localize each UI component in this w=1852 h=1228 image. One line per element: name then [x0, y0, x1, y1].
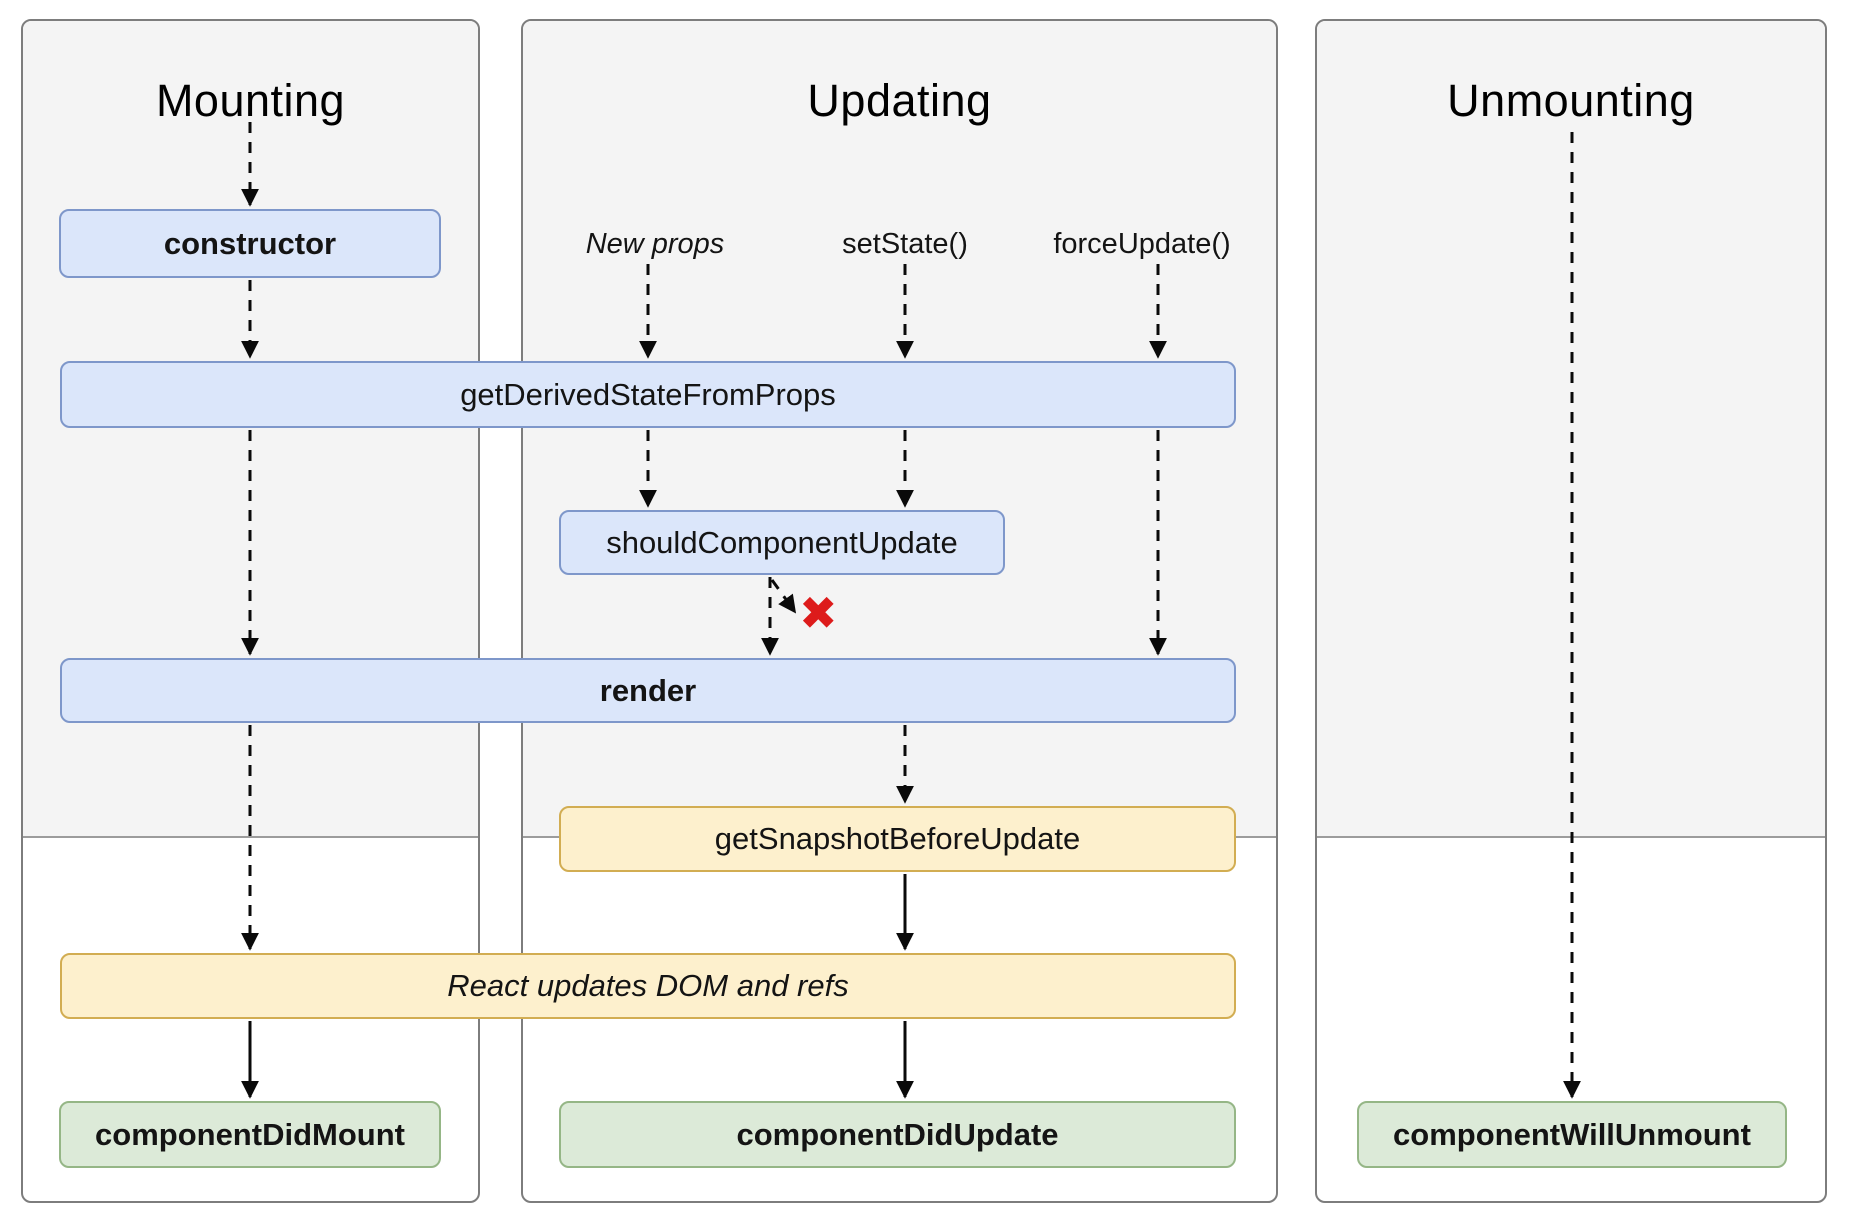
lifecycle-box-component-did-mount: componentDidMount — [59, 1101, 441, 1168]
update-blocked-icon: ✖ — [799, 587, 838, 639]
lifecycle-box-react-updates-dom: React updates DOM and refs — [60, 953, 1236, 1019]
lifecycle-box-render: render — [60, 658, 1236, 723]
panel-title-updating: Updating — [807, 75, 992, 126]
panel-title-unmounting: Unmounting — [1447, 75, 1695, 126]
lifecycle-box-constructor: constructor — [59, 209, 441, 278]
lifecycle-box-component-will-unmount: componentWillUnmount — [1357, 1101, 1787, 1168]
lifecycle-box-should-component-update: shouldComponentUpdate — [559, 510, 1005, 575]
lifecycle-box-get-derived-state-from-props: getDerivedStateFromProps — [60, 361, 1236, 428]
lifecycle-box-component-did-update: componentDidUpdate — [559, 1101, 1236, 1168]
lifecycle-panel-mounting: Mounting — [21, 19, 480, 1203]
event-label-force-update: forceUpdate() — [1053, 228, 1231, 260]
event-label-set-state: setState() — [842, 228, 968, 260]
lifecycle-panel-unmounting: Unmounting — [1315, 19, 1827, 1203]
render-phase-background — [1317, 21, 1825, 838]
panel-title-mounting: Mounting — [155, 75, 346, 126]
lifecycle-box-get-snapshot-before-update: getSnapshotBeforeUpdate — [559, 806, 1236, 872]
lifecycle-panel-updating: Updating — [521, 19, 1278, 1203]
event-label-new-props: New props — [585, 228, 725, 260]
